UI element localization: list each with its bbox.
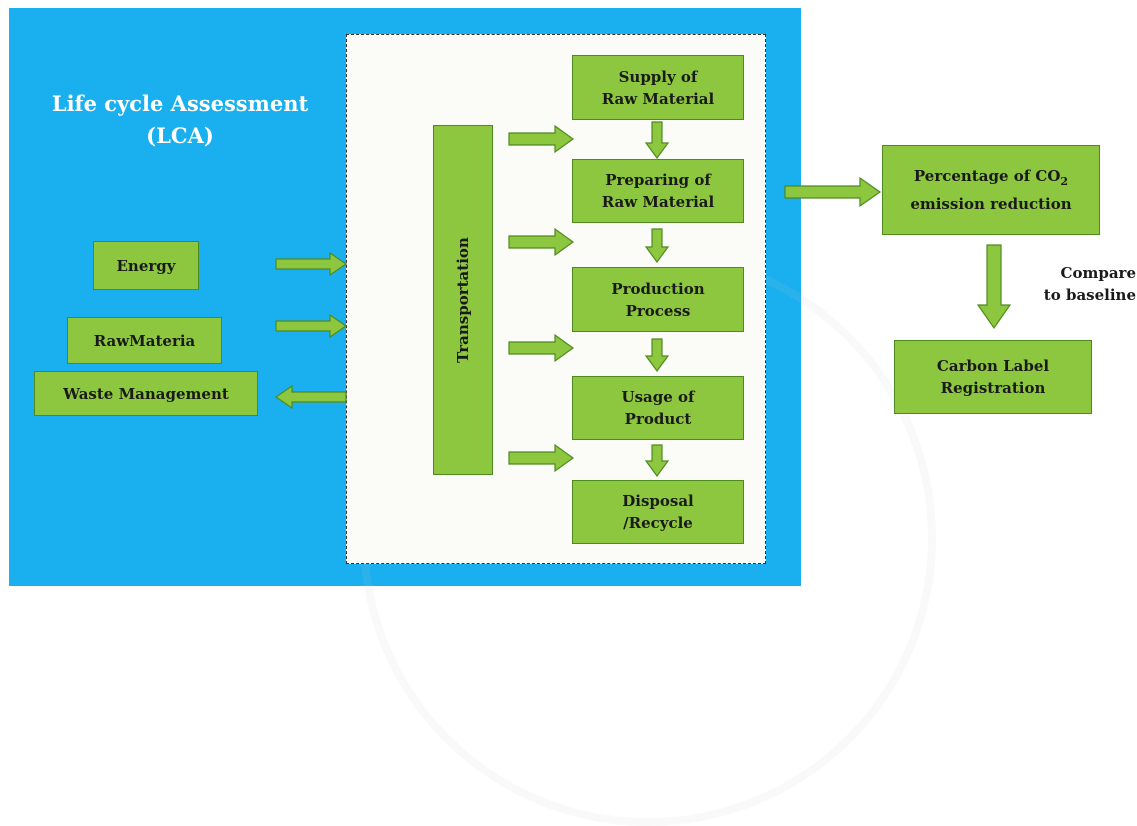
percentage-line-1: Percentage of CO2 — [910, 165, 1071, 193]
usage-line-1: Usage of — [621, 388, 695, 406]
compare-label: Compare to baseline — [1026, 262, 1136, 306]
transportation-box: Transportation — [433, 125, 493, 475]
compare-line-1: Compare — [1060, 264, 1136, 282]
disposal-line-1: Disposal — [622, 492, 694, 510]
arrow-waste — [274, 384, 347, 410]
production-box: Production Process — [572, 267, 744, 332]
usage-box: Usage of Product — [572, 376, 744, 440]
arrow-transport-preparing — [508, 227, 575, 257]
production-line-2: Process — [625, 301, 691, 320]
title-line-2: (LCA) — [146, 123, 214, 148]
compare-line-2: to baseline — [1043, 286, 1136, 304]
energy-box: Energy — [93, 241, 199, 290]
arrow-transport-supply — [508, 124, 575, 154]
production-line-1: Production — [611, 279, 705, 298]
energy-label: Energy — [116, 256, 176, 275]
supply-line-2: Raw Material — [601, 89, 715, 108]
supply-line-1: Supply of — [618, 67, 698, 86]
percentage-box: Percentage of CO2 emission reduction — [882, 145, 1100, 235]
carbon-label-line-1: Carbon Label — [936, 357, 1050, 375]
carbon-label-line-2: Registration — [940, 379, 1046, 397]
percentage-line-2: emission reduction — [910, 195, 1072, 213]
arrow-production-usage — [644, 338, 670, 373]
diagram-title: Life cycle Assessment (LCA) — [30, 88, 330, 152]
arrow-usage-disposal — [644, 444, 670, 478]
disposal-line-2: /Recycle — [623, 514, 693, 532]
percentage-text: Percentage of CO — [913, 167, 1061, 185]
arrow-supply-preparing — [644, 121, 670, 160]
raw-materia-box: RawMateria — [67, 317, 222, 364]
waste-management-label: Waste Management — [63, 384, 229, 403]
arrow-percentage-carbon — [976, 244, 1012, 330]
co2-subscript: 2 — [1060, 175, 1069, 188]
title-line-1: Life cycle Assessment — [51, 91, 309, 116]
arrow-preparing-production — [644, 228, 670, 264]
arrow-to-percentage — [784, 176, 882, 208]
arrow-transport-usage — [508, 443, 575, 473]
arrow-rawmateria — [275, 313, 348, 339]
supply-box: Supply of Raw Material — [572, 55, 744, 120]
waste-management-box: Waste Management — [34, 371, 258, 416]
carbon-label-box: Carbon Label Registration — [894, 340, 1092, 414]
arrow-transport-production — [508, 333, 575, 363]
preparing-line-1: Preparing of — [605, 171, 711, 189]
arrows-layer — [274, 121, 1012, 478]
arrow-energy — [275, 251, 348, 277]
usage-line-2: Product — [624, 410, 692, 428]
preparing-box: Preparing of Raw Material — [572, 159, 744, 223]
disposal-box: Disposal /Recycle — [572, 480, 744, 544]
raw-materia-label: RawMateria — [93, 331, 196, 350]
preparing-line-2: Raw Material — [601, 193, 715, 211]
